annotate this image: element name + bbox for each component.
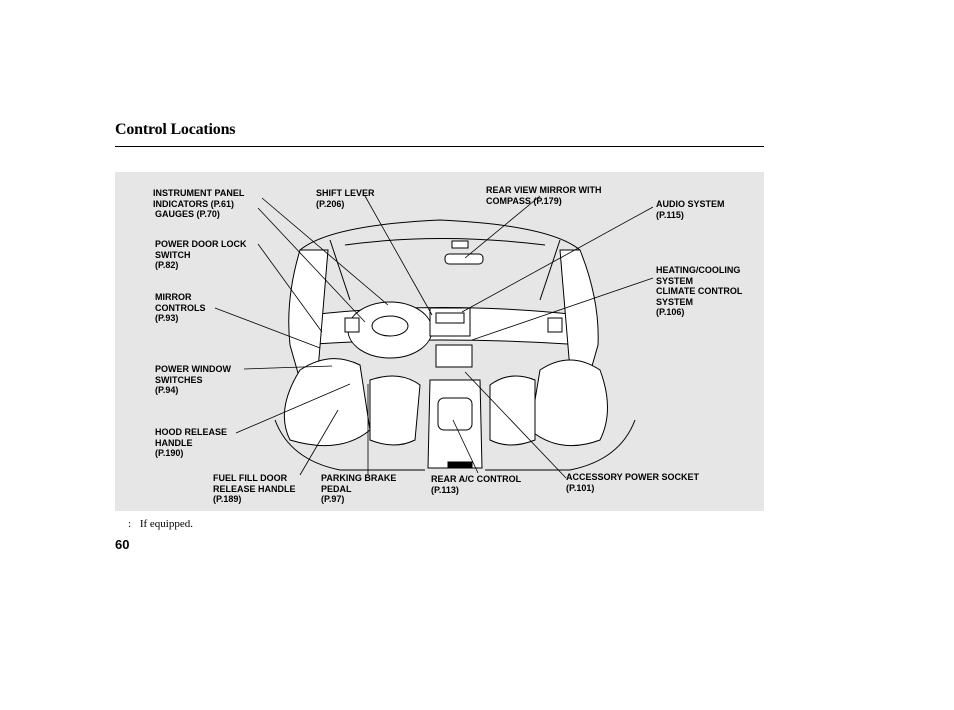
label-accessory-power-socket: ACCESSORY POWER SOCKET (P.101) [566,472,700,493]
label-parking-brake: PARKING BRAKE PEDAL (P.97) [321,473,397,504]
title-rule [115,146,764,147]
label-heating-cooling: HEATING/COOLING SYSTEM CLIMATE CONTROL S… [656,265,743,317]
label-power-door-lock: POWER DOOR LOCK SWITCH (P.82) [155,239,247,270]
label-rear-view-mirror: REAR VIEW MIRROR WITH COMPASS (P.179) [486,185,602,206]
label-mirror-controls: MIRROR CONTROLS (P.93) [155,292,206,323]
label-rear-ac-control: REAR A/C CONTROL (P.113) [431,474,522,495]
label-power-window: POWER WINDOW SWITCHES (P.94) [155,364,231,395]
label-hood-release: HOOD RELEASE HANDLE (P.190) [155,427,228,458]
label-shift-lever: SHIFT LEVER (P.206) [316,188,375,209]
label-audio-system: AUDIO SYSTEM (P.115) [656,199,725,220]
label-instrument-panel: INSTRUMENT PANEL INDICATORS (P.61) GAUGE… [153,188,245,219]
label-fuel-fill-door: FUEL FILL DOOR RELEASE HANDLE (P.189) [213,473,296,504]
footnote: : If equipped. [128,518,193,530]
footnote-marker: : [128,518,132,530]
footnote-text: If equipped. [139,518,193,530]
page-title: Control Locations [115,121,236,138]
page-number: 60 [115,537,130,552]
